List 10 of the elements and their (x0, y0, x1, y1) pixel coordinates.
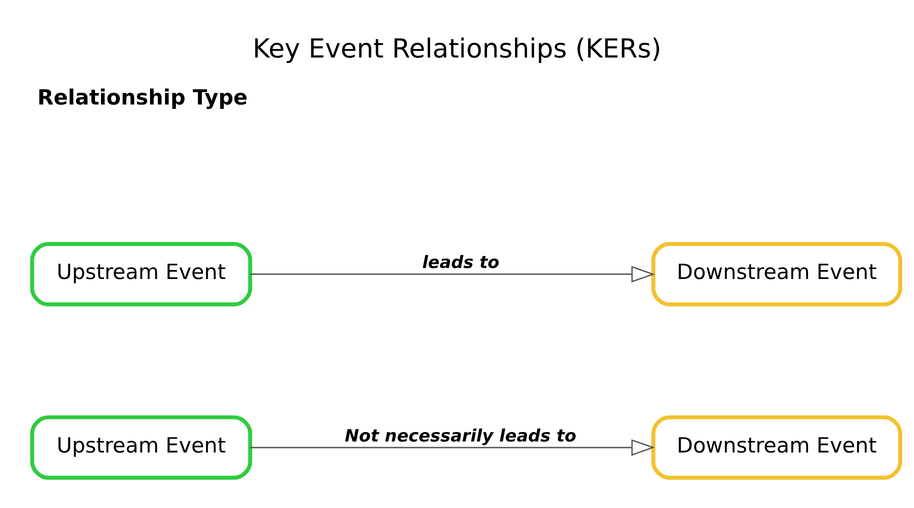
edge-label: Not necessarily leads to (344, 426, 576, 446)
arrow (250, 438, 656, 456)
arrow (250, 265, 656, 282)
node-box: Upstream Event (30, 414, 252, 480)
node-box: Downstream Event (651, 414, 902, 480)
node-box: Upstream Event (30, 242, 252, 306)
label: Relationship Type (37, 84, 248, 110)
edge-label: leads to (422, 252, 500, 273)
diagram-title: Key Event Relationships (KERs) (252, 34, 662, 64)
node-box: Downstream Event (651, 242, 902, 306)
